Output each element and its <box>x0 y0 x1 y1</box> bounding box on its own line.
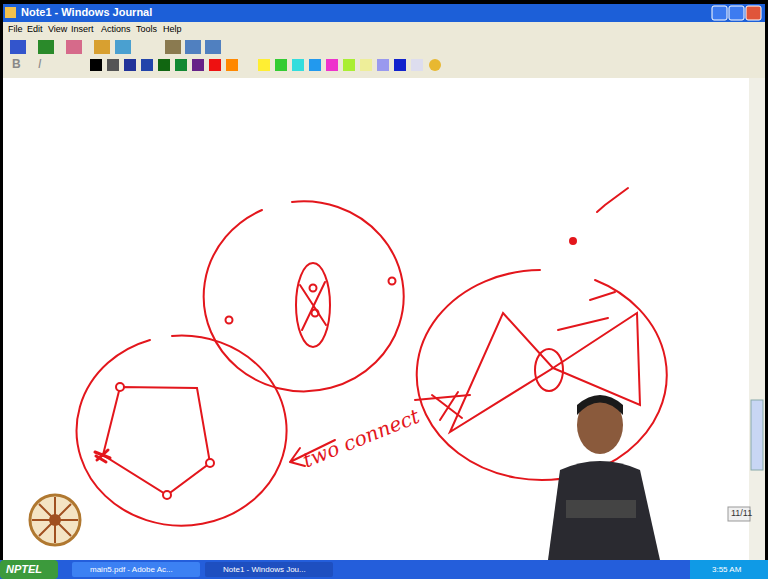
clock: 3:55 AM <box>712 566 741 574</box>
menu-item: Help <box>163 25 182 34</box>
note-canvas <box>3 78 749 560</box>
system-tray <box>690 560 768 579</box>
task-button <box>72 562 200 577</box>
taskbar-item: main5.pdf - Adobe Ac... <box>90 566 173 574</box>
task-button <box>205 562 333 577</box>
start-button <box>0 560 58 579</box>
menu-item: View <box>48 25 67 34</box>
menu-item: Tools <box>136 25 157 34</box>
menu-item: Edit <box>27 25 43 34</box>
color-palette <box>90 59 441 71</box>
menu-item: File <box>8 25 23 34</box>
page-counter: 11/11 <box>731 509 752 518</box>
start-label: NPTEL <box>6 564 42 575</box>
bold-button: B <box>12 58 21 70</box>
scrollbar <box>749 78 765 560</box>
title-bar <box>3 4 765 22</box>
presenter <box>548 395 660 560</box>
window-title: Note1 - Windows Journal <box>21 7 152 18</box>
taskbar <box>0 560 768 579</box>
taskbar-item: Note1 - Windows Jou... <box>223 566 306 574</box>
nptel-logo <box>30 495 80 545</box>
menu-item: Insert <box>71 25 94 34</box>
menu-and-toolbars <box>3 22 765 78</box>
italic-button: I <box>38 58 41 70</box>
menu-item: Actions <box>101 25 131 34</box>
